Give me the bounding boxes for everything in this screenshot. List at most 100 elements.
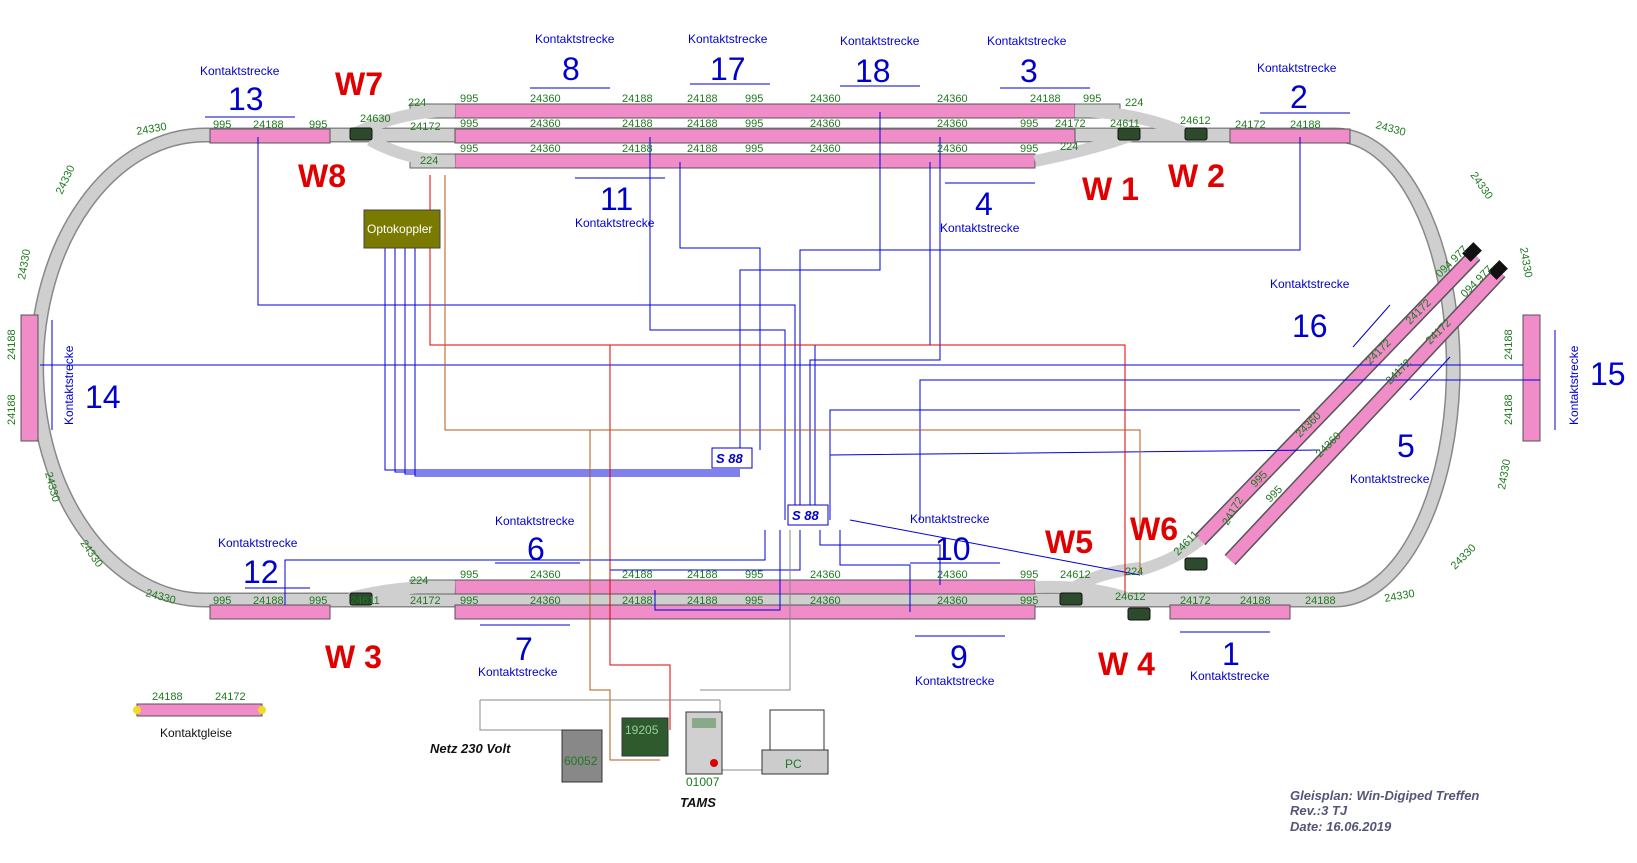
svg-text:995: 995 [745, 595, 763, 607]
svg-text:995: 995 [460, 118, 478, 130]
svg-text:995: 995 [1020, 118, 1038, 130]
svg-text:24360: 24360 [530, 143, 561, 155]
svg-text:24360: 24360 [937, 595, 968, 607]
kontakt-label: Kontaktstrecke [910, 512, 990, 526]
svg-text:24612: 24612 [1060, 569, 1091, 581]
switch-motor [349, 127, 373, 141]
kontakt-label: Kontaktstrecke [478, 665, 558, 679]
svg-text:24330: 24330 [135, 121, 167, 138]
svg-text:24360: 24360 [810, 93, 841, 105]
legend: 24188 24172 Kontaktgleise [133, 691, 266, 740]
contact-number: 14 [85, 379, 121, 415]
svg-text:995: 995 [309, 595, 327, 607]
contact-number: 13 [228, 81, 264, 117]
kontakt-label: Kontaktstrecke [1270, 277, 1350, 291]
contact-labels: Kontaktstrecke 13 Kontaktstrecke 8 Konta… [51, 32, 1626, 688]
contact-number: 12 [243, 554, 279, 590]
svg-text:24330: 24330 [1374, 119, 1407, 139]
svg-text:24611: 24611 [350, 595, 380, 607]
svg-text:24188: 24188 [687, 143, 718, 155]
svg-text:995: 995 [1020, 143, 1038, 155]
svg-text:24360: 24360 [937, 118, 968, 130]
svg-text:995: 995 [745, 143, 763, 155]
switch-motor [1184, 557, 1208, 571]
svg-text:Rev.:3 TJ: Rev.:3 TJ [1290, 803, 1348, 818]
switch-label: W8 [298, 158, 346, 194]
svg-text:24188: 24188 [687, 118, 718, 130]
svg-text:24330: 24330 [1383, 588, 1415, 605]
svg-text:995: 995 [745, 569, 763, 581]
switch-motor [349, 592, 373, 606]
svg-text:Kontaktgleise: Kontaktgleise [160, 726, 232, 740]
svg-text:Date: 16.06.2019: Date: 16.06.2019 [1290, 819, 1392, 834]
svg-text:24611: 24611 [1110, 118, 1140, 130]
svg-text:224: 224 [1125, 97, 1143, 109]
contact-number: 16 [1292, 308, 1328, 344]
svg-text:19205: 19205 [625, 723, 659, 737]
optokoppler: Optokoppler [363, 209, 441, 249]
switch-motors [349, 127, 1208, 621]
svg-text:24188: 24188 [152, 691, 183, 703]
svg-text:24172: 24172 [1180, 595, 1211, 607]
contact-number: 10 [935, 531, 971, 567]
svg-text:24188: 24188 [622, 118, 653, 130]
svg-text:Optokoppler: Optokoppler [367, 222, 432, 236]
netz-label: Netz 230 Volt [430, 741, 511, 756]
svg-text:995: 995 [460, 93, 478, 105]
svg-text:995: 995 [460, 143, 478, 155]
kontakt-label: Kontaktstrecke [535, 32, 615, 46]
svg-text:24360: 24360 [530, 118, 561, 130]
svg-text:224: 224 [408, 97, 426, 109]
svg-text:995: 995 [213, 595, 231, 607]
svg-text:24330: 24330 [1449, 542, 1479, 572]
svg-text:995: 995 [1020, 595, 1038, 607]
svg-text:24360: 24360 [937, 569, 968, 581]
svg-text:995: 995 [1083, 93, 1101, 105]
switch-label: W 3 [325, 639, 382, 675]
svg-text:24188: 24188 [1503, 329, 1515, 360]
station-top [409, 103, 1121, 169]
svg-text:PC: PC [785, 757, 802, 771]
contact-number: 6 [527, 531, 545, 567]
switch-motor [1059, 592, 1083, 606]
svg-text:224: 224 [1060, 141, 1078, 153]
svg-text:24360: 24360 [810, 143, 841, 155]
svg-text:24360: 24360 [530, 569, 561, 581]
track-numbers: 24330 24330 24330 24188 24188 24330 2433… [6, 93, 1534, 607]
switch-motor [1127, 607, 1151, 621]
info-block: Gleisplan: Win-Digiped Treffen Rev.:3 TJ… [1290, 788, 1479, 834]
kontakt-label: Kontaktstrecke [218, 536, 298, 550]
contact-number: 9 [950, 639, 968, 675]
wiring-red [429, 175, 1126, 730]
svg-text:24360: 24360 [530, 93, 561, 105]
svg-text:995: 995 [745, 93, 763, 105]
svg-text:S 88: S 88 [716, 451, 744, 466]
svg-text:24188: 24188 [622, 569, 653, 581]
svg-text:24360: 24360 [937, 93, 968, 105]
svg-text:24188: 24188 [253, 119, 284, 131]
switch-label: W 2 [1168, 158, 1225, 194]
wiring-brown [444, 175, 1141, 761]
kontakt-label: Kontaktstrecke [1257, 61, 1337, 75]
kontakt-label: Kontaktstrecke [915, 674, 995, 688]
svg-text:24360: 24360 [810, 118, 841, 130]
contact-number: 2 [1290, 79, 1308, 115]
svg-text:24188: 24188 [6, 394, 18, 425]
kontakt-label: Kontaktstrecke [987, 34, 1067, 48]
kontakt-label: Kontaktstrecke [840, 34, 920, 48]
svg-text:995: 995 [1020, 569, 1038, 581]
svg-text:24360: 24360 [937, 143, 968, 155]
svg-text:24172: 24172 [410, 595, 441, 607]
kontakt-label: Kontaktstrecke [1350, 472, 1430, 486]
svg-text:24188: 24188 [6, 329, 18, 360]
svg-text:24330: 24330 [54, 163, 78, 196]
svg-text:S 88: S 88 [792, 508, 820, 523]
kontakt-label: Kontaktstrecke [62, 345, 76, 425]
s88-module-2: S 88 [787, 504, 829, 526]
svg-text:995: 995 [745, 118, 763, 130]
svg-text:24612: 24612 [1180, 115, 1211, 127]
svg-text:24188: 24188 [622, 93, 653, 105]
switch-label: W6 [1130, 511, 1178, 547]
svg-text:24612: 24612 [1115, 591, 1146, 603]
